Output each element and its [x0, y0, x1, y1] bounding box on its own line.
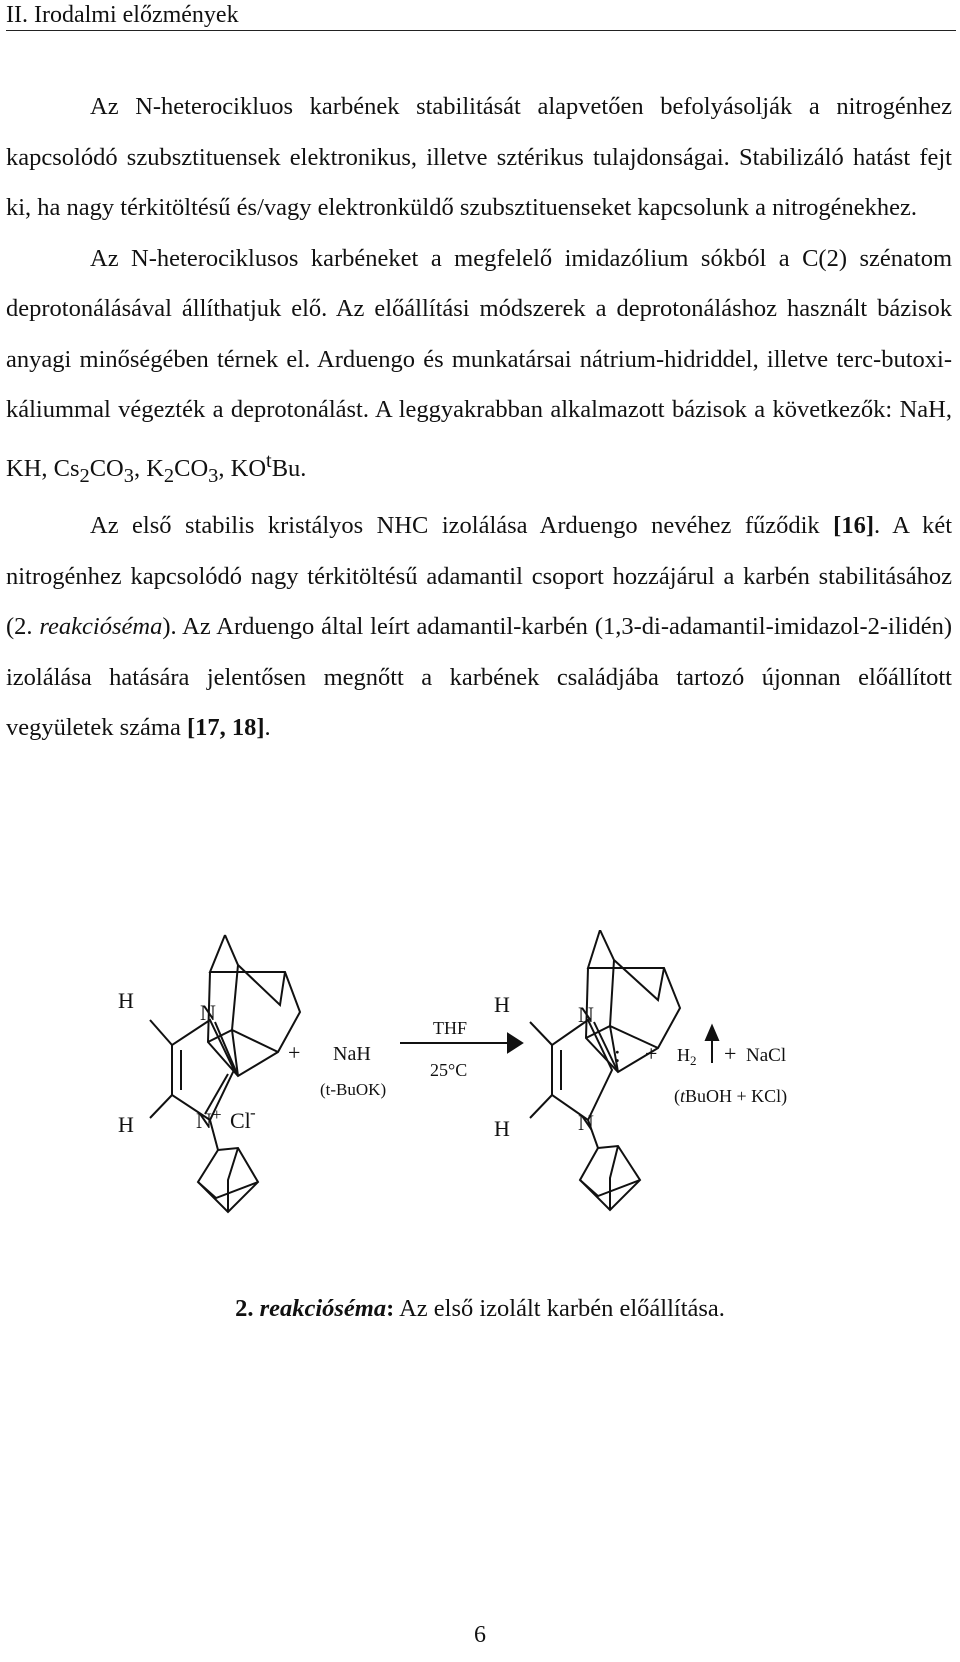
p3-text: Az első stabilis kristályos NHC izolálás… — [90, 512, 834, 540]
negative-charge: - — [250, 1103, 256, 1122]
p2-sub: 3 — [208, 464, 219, 487]
p2-text: , K — [133, 454, 164, 482]
adamantyl-top-left — [206, 934, 302, 1078]
p2-sup: t — [266, 449, 272, 472]
sodium-chloride: NaCl — [746, 1045, 786, 1066]
gas-arrow-head — [704, 1023, 720, 1041]
scheme-caption: 2. reakcióséma: Az első izolált karbén e… — [0, 1293, 960, 1325]
p2-text: CO — [89, 454, 124, 482]
arrow-head — [507, 1032, 524, 1054]
adamantyl-top-right — [584, 930, 682, 1074]
h-top-left: H — [118, 988, 134, 1013]
p2-text: CO — [174, 454, 209, 482]
p2-sub: 2 — [163, 464, 175, 487]
scheme-reference: reakcióséma — [39, 613, 163, 641]
caption-label: reakcióséma — [259, 1295, 387, 1322]
caption-number: 2. — [235, 1295, 254, 1322]
solvent-thf: THF — [433, 1018, 467, 1038]
p3-text: . — [264, 714, 271, 742]
h-top-right: H — [494, 992, 510, 1017]
section-header: II. Irodalmi előzmények — [6, 0, 956, 31]
page-number: 6 — [474, 1622, 486, 1648]
reaction-scheme: H H N N + Cl - + NaH (t-BuOK) THF 25°C H… — [118, 930, 787, 1214]
caption-colon: : — [386, 1295, 395, 1322]
section-title: II. Irodalmi előzmények — [6, 2, 239, 28]
carbene-ring — [529, 1018, 619, 1122]
p2-text: Az N-heterociklusos karbéneket a megfele… — [6, 244, 952, 482]
p2-text: Bu. — [271, 454, 307, 482]
paragraph-2: Az N-heterociklusos karbéneket a megfele… — [6, 234, 952, 502]
plus-sign-2: + — [645, 1041, 657, 1066]
n-bottom-right: N — [578, 1110, 594, 1135]
paragraph-1: Az N-heterocikluos karbének stabilitását… — [6, 93, 952, 221]
n-top-right: N — [578, 1002, 594, 1027]
plus-sign-1: + — [288, 1040, 300, 1065]
p2-sub: 2 — [79, 464, 90, 487]
body-text: Az N-heterocikluos karbének stabilitását… — [6, 82, 952, 754]
p2-sub: 3 — [123, 464, 134, 487]
temperature: 25°C — [430, 1060, 467, 1080]
p3-text: ). Az Arduengo által leírt adamantil-kar… — [6, 613, 952, 742]
p2-text: , KO — [218, 454, 267, 482]
positive-charge: + — [212, 1105, 222, 1124]
hydrogen-gas: H2 — [677, 1045, 697, 1068]
byproduct-alternative: (tBuOH + KCl) — [674, 1086, 787, 1107]
n-bottom-left: N — [196, 1108, 212, 1133]
h-bottom-right: H — [494, 1116, 510, 1141]
paragraph-3: Az első stabilis kristályos NHC izolálás… — [6, 501, 952, 754]
h-bottom-left: H — [118, 1112, 134, 1137]
reagent-nah: NaH — [333, 1043, 371, 1065]
citation-16: [16] — [833, 512, 874, 540]
chloride-ion: Cl — [230, 1108, 251, 1133]
imidazolium-ring — [149, 1018, 239, 1122]
plus-sign-3: + — [724, 1041, 736, 1066]
reagent-alternative: (t-BuOK) — [320, 1080, 386, 1099]
caption-text: Az első izolált karbén előállítása. — [394, 1295, 725, 1322]
n-top-left: N — [200, 1000, 216, 1025]
citation-17-18: [17, 18] — [186, 714, 265, 742]
adamantyl-bottom-left — [196, 1119, 260, 1214]
p3-text: . A két nitrogénhez kapcsolódó nagy térk… — [6, 512, 953, 641]
adamantyl-bottom-right — [578, 1119, 642, 1212]
carbene-lone-pair: : — [614, 1042, 621, 1068]
